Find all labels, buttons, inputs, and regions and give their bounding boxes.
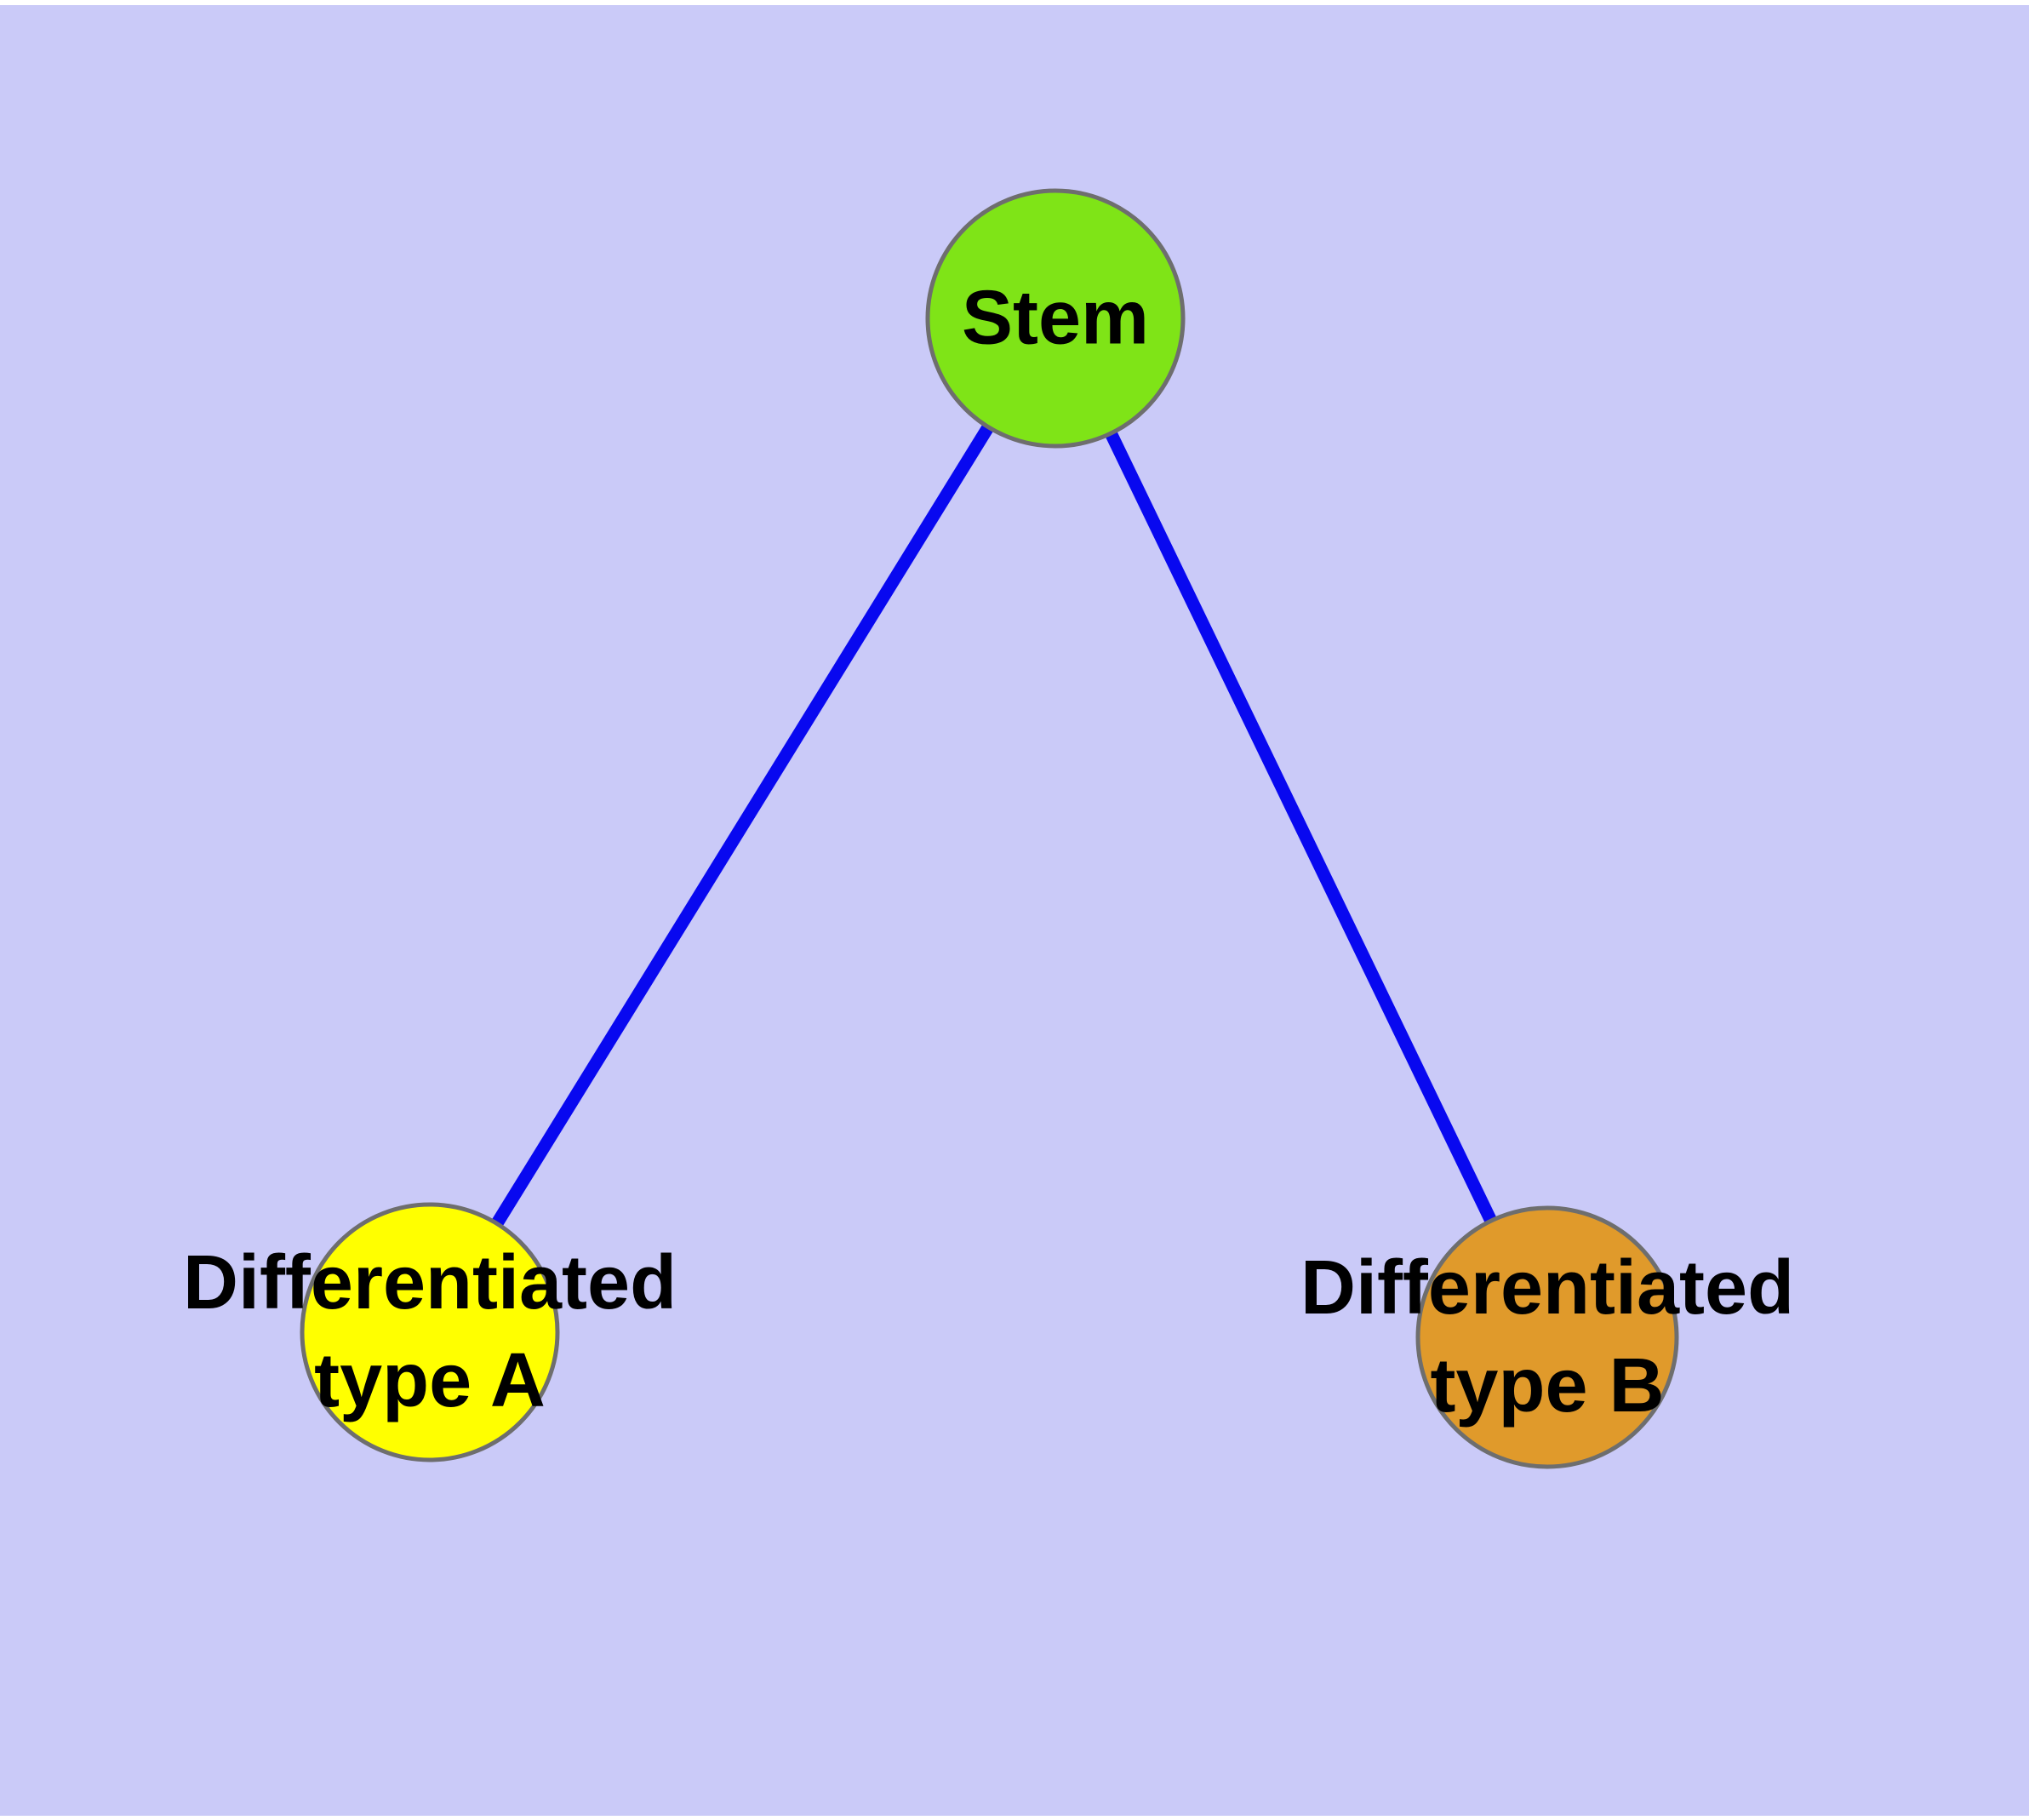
node-differentiated-a-circle <box>300 1202 560 1462</box>
node-differentiated-a-label: Differentiated type A <box>182 1240 677 1423</box>
node-stem-label: Stem <box>961 275 1150 361</box>
node-differentiated-b-label: Differentiated type B <box>1300 1245 1795 1428</box>
graph-svg <box>300 188 1679 1469</box>
edge-stem-to-type-b <box>1049 315 1553 1341</box>
edge-stem-to-type-a <box>424 315 1061 1336</box>
diagram-canvas: Stem Differentiated type A Differentiate… <box>0 5 2029 1816</box>
node-differentiated-b-circle <box>1415 1205 1679 1469</box>
node-stem-circle <box>925 188 1186 449</box>
